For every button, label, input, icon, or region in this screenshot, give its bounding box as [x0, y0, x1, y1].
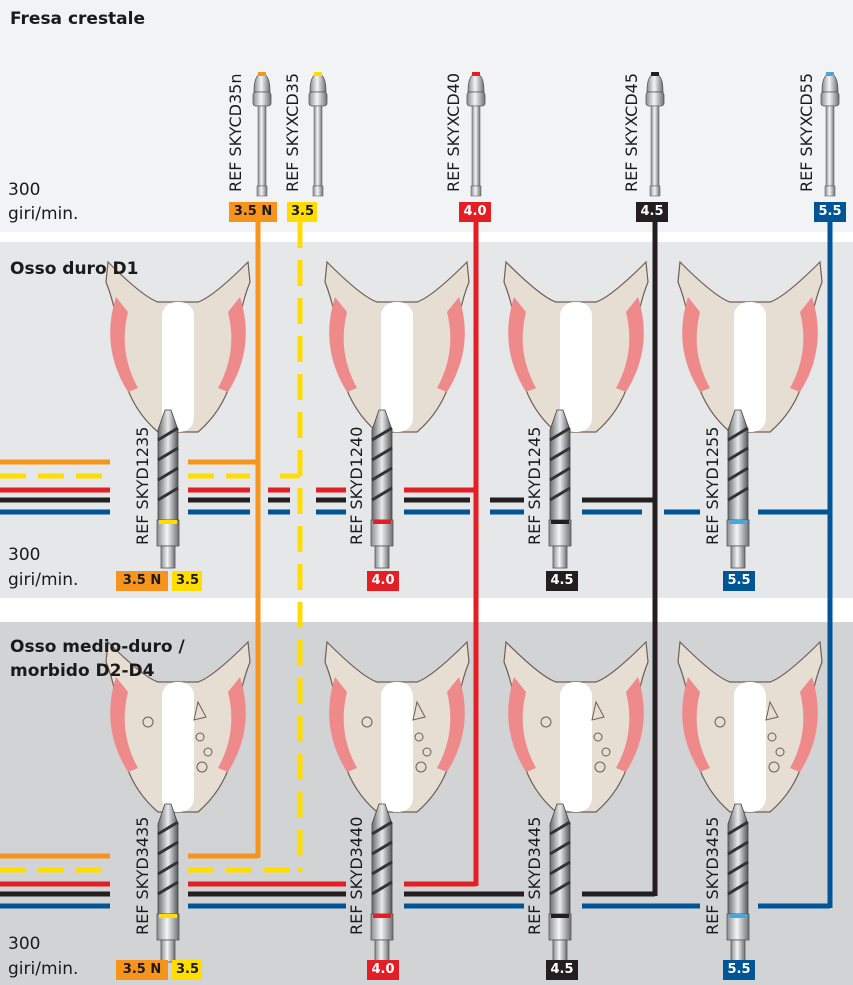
crestal-ref-skyxcd40: REF SKYXCD40 — [444, 73, 463, 192]
crestal-bur-55-ring — [826, 72, 834, 76]
d2-d4-title-line1: Osso medio-duro / — [10, 636, 185, 658]
bone-section-d2-3 — [504, 642, 648, 812]
crestal-chip-35: 3.5 — [287, 202, 317, 222]
d1-chip-35n: 3.5 N — [116, 571, 168, 591]
bone-section-d1-2 — [325, 262, 469, 432]
d1-chip-35: 3.5 — [172, 571, 202, 591]
bone-section-d2-4 — [678, 642, 822, 812]
twist-drill-skyd3445 — [549, 804, 571, 962]
twist-drill-skyd3445-ring — [551, 914, 569, 918]
crestal-bur-40-ring — [472, 72, 480, 76]
d1-title: Osso duro D1 — [10, 258, 138, 280]
twist-drill-skyd3455 — [727, 804, 749, 962]
d2-chip-35n: 3.5 N — [116, 960, 168, 980]
crestal-bur-35 — [309, 74, 327, 196]
d1-ref-skyd1255: REF SKYD1255 — [703, 427, 722, 545]
crestal-title: Fresa crestale — [10, 8, 145, 30]
twist-drill-skyd1240-ring — [373, 520, 391, 524]
crestal-bur-55 — [821, 74, 839, 196]
bone-section-d1-4 — [678, 262, 822, 432]
d1-ref-skyd1245: REF SKYD1245 — [525, 427, 544, 545]
d2-ref-skyd3435: REF SKYD3435 — [133, 817, 152, 935]
d1-speed-value: 300 — [8, 543, 40, 568]
crestal-bur-35-ring — [314, 72, 322, 76]
crestal-ref-skycd35n: REF SKYCD35n — [226, 74, 245, 192]
twist-drill-skyd1245 — [549, 410, 571, 568]
d1-ref-skyd1235: REF SKYD1235 — [133, 427, 152, 545]
twist-drill-skyd1235 — [157, 410, 179, 568]
d2-d4-title-line2: morbido D2-D4 — [10, 660, 154, 682]
bone-section-d1-3 — [504, 262, 648, 432]
twist-drill-skyd3440 — [371, 804, 393, 962]
d2-d4-speed-unit: giri/min. — [8, 957, 78, 982]
twist-drill-skyd1240 — [371, 410, 393, 568]
crestal-bur-45 — [646, 74, 664, 196]
crestal-chip-45: 4.5 — [636, 202, 668, 222]
d2-d4-speed-value: 300 — [8, 932, 40, 957]
d1-chip-40: 4.0 — [367, 571, 399, 591]
d2-chip-55: 5.5 — [723, 960, 755, 980]
twist-drill-skyd1255 — [727, 410, 749, 568]
twist-drill-skyd1255-ring — [729, 520, 747, 524]
crestal-ref-skyxcd55: REF SKYXCD55 — [797, 73, 816, 192]
crestal-bur-45-ring — [651, 72, 659, 76]
crestal-chip-55: 5.5 — [814, 202, 846, 222]
crestal-chip-35n: 3.5 N — [229, 202, 277, 222]
crestal-bur-35n-ring — [258, 72, 266, 76]
crestal-speed-unit: giri/min. — [8, 202, 78, 227]
d2-ref-skyd3445: REF SKYD3445 — [525, 817, 544, 935]
crestal-bur-40 — [467, 74, 485, 196]
d1-chip-55: 5.5 — [723, 571, 755, 591]
d2-chip-40: 4.0 — [367, 960, 399, 980]
twist-drill-skyd1235-ring — [159, 520, 177, 524]
twist-drill-skyd3455-ring — [729, 914, 747, 918]
bone-section-d2-2 — [325, 642, 469, 812]
d2-chip-45: 4.5 — [546, 960, 578, 980]
d2-chip-35: 3.5 — [172, 960, 202, 980]
twist-drill-skyd3435-ring — [159, 914, 177, 918]
twist-drill-skyd1245-ring — [551, 520, 569, 524]
crestal-bur-35n — [253, 74, 271, 196]
crestal-ref-skyxcd35: REF SKYXCD35 — [283, 73, 302, 192]
crestal-chip-40: 4.0 — [459, 202, 491, 222]
twist-drill-skyd3435 — [157, 804, 179, 962]
d1-ref-skyd1240: REF SKYD1240 — [347, 427, 366, 545]
d2-ref-skyd3455: REF SKYD3455 — [703, 817, 722, 935]
crestal-speed-value: 300 — [8, 178, 40, 203]
crestal-ref-skyxcd45: REF SKYXCD45 — [622, 73, 641, 192]
bone-section-d1-1 — [106, 262, 250, 432]
d1-speed-unit: giri/min. — [8, 568, 78, 593]
d1-chip-45: 4.5 — [546, 571, 578, 591]
twist-drill-skyd3440-ring — [373, 914, 391, 918]
d2-ref-skyd3440: REF SKYD3440 — [347, 817, 366, 935]
